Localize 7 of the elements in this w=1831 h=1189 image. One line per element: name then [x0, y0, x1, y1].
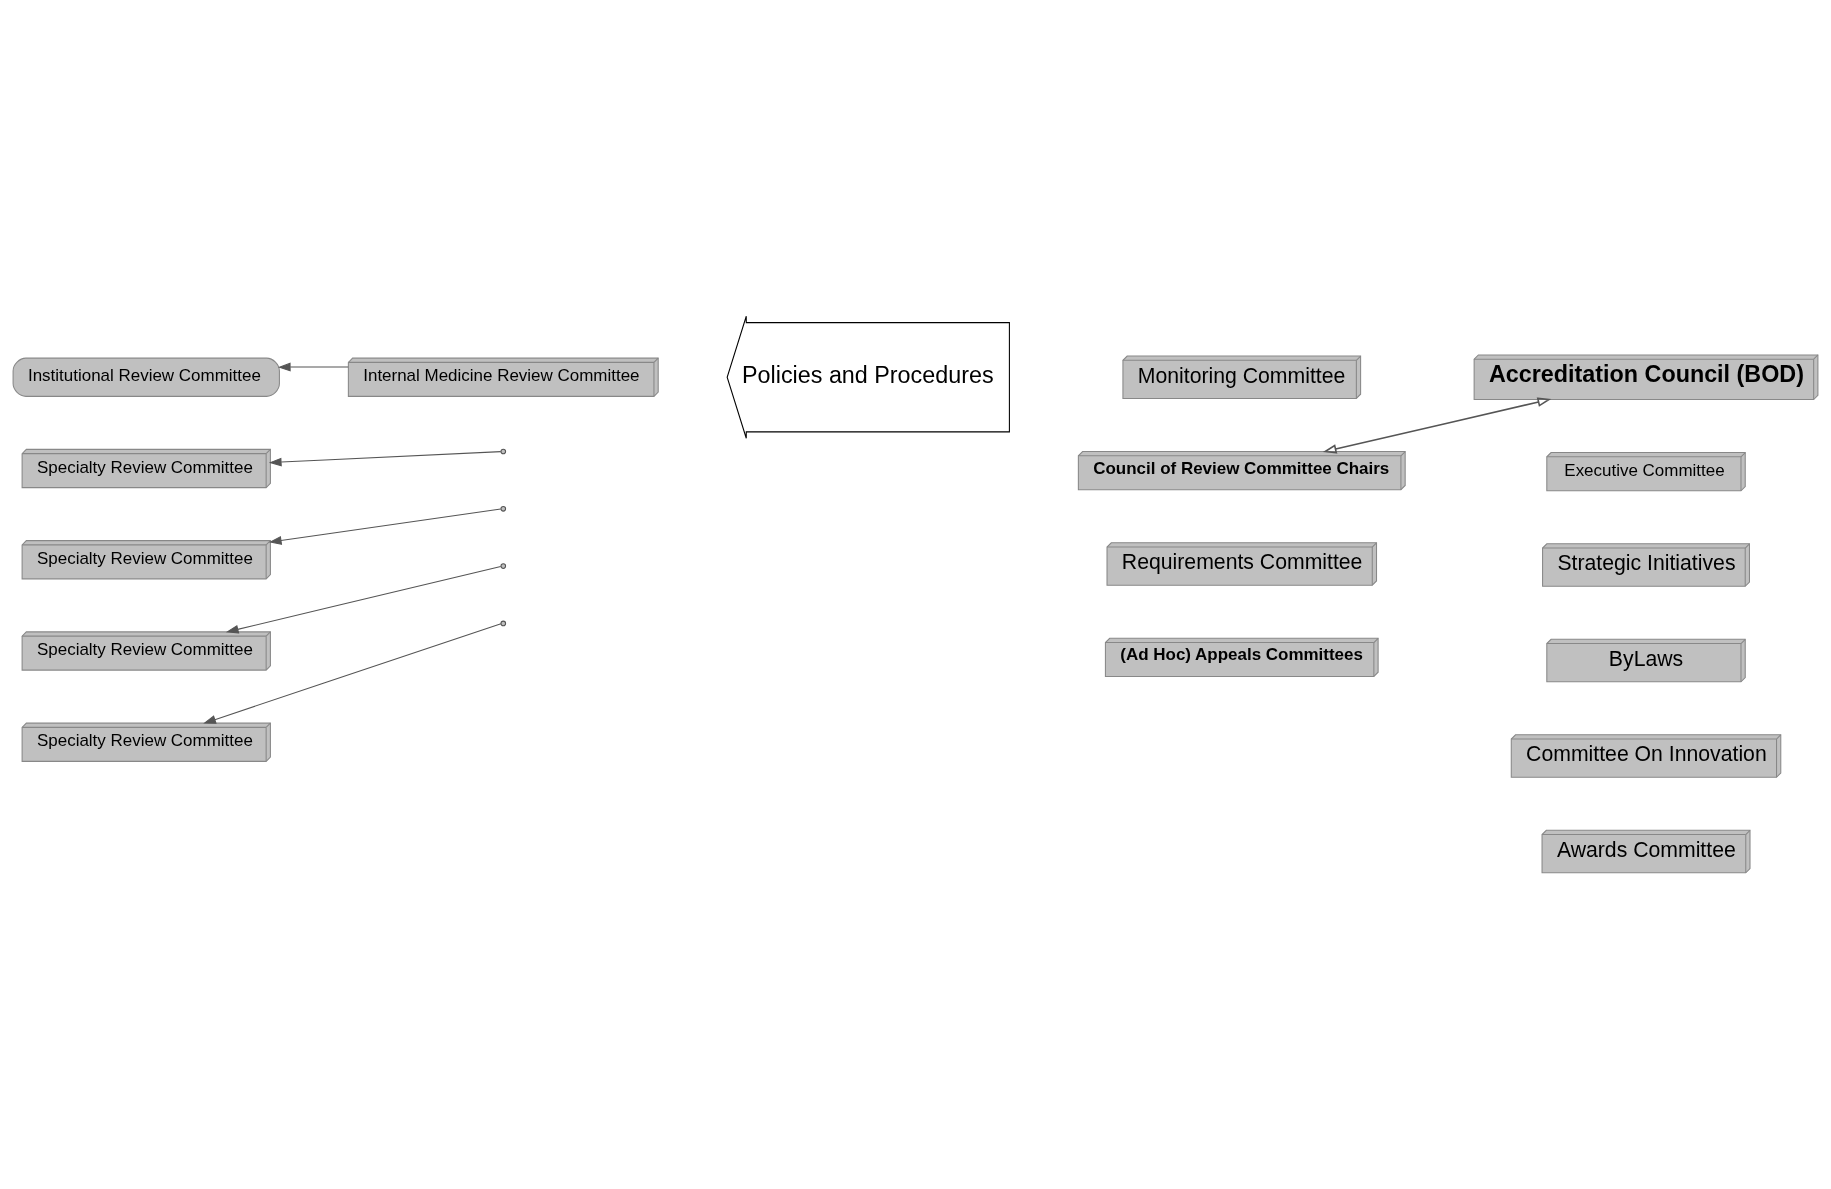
arrow: [225, 565, 502, 634]
arrow: [268, 508, 502, 545]
node-box: Institutional Review Committee: [12, 357, 280, 397]
arrow: [277, 362, 349, 372]
arrow: [1322, 397, 1552, 454]
arrow: [268, 451, 502, 467]
arrow: [203, 623, 502, 724]
